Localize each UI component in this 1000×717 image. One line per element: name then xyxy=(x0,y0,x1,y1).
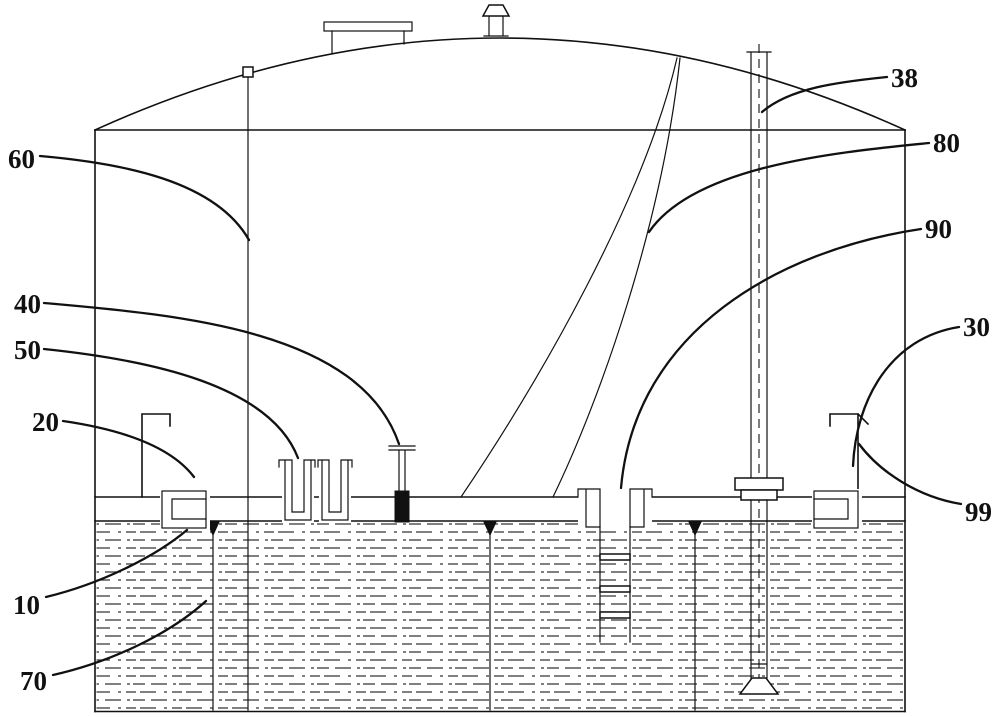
label-60: 60 xyxy=(8,144,35,174)
gauge-pole-cap xyxy=(242,66,254,78)
left-channel-mask xyxy=(160,489,210,530)
deck-vent-cups xyxy=(278,459,353,523)
label-80: 80 xyxy=(933,128,960,158)
label-70: 70 xyxy=(20,666,47,696)
leader-20 xyxy=(61,419,196,479)
mushroom-vent-icon xyxy=(481,4,511,17)
leader-99 xyxy=(857,442,963,506)
gauge-tape xyxy=(460,57,681,498)
leader-30 xyxy=(851,325,961,468)
leader-38 xyxy=(760,75,889,114)
gauge-pole xyxy=(242,66,254,711)
right-channel-outer xyxy=(813,490,859,529)
label-90: 90 xyxy=(925,214,952,244)
pipe-deck-flange-upper xyxy=(734,477,784,491)
left-bracket xyxy=(141,413,171,498)
vent-stem xyxy=(483,15,509,37)
valve-stem xyxy=(388,445,416,494)
vent-cup-1 xyxy=(278,459,316,521)
leader-lines xyxy=(38,75,963,677)
ladder-rails xyxy=(599,526,631,643)
label-10: 10 xyxy=(13,590,40,620)
reference-labels: 60 38 80 90 30 99 40 50 20 10 70 xyxy=(8,63,992,696)
guide-pipe xyxy=(734,44,784,695)
label-20: 20 xyxy=(32,407,59,437)
right-bracket-shape xyxy=(829,412,870,498)
right-channel-mask xyxy=(812,489,862,530)
left-bracket-shape xyxy=(141,413,171,498)
deck-legs xyxy=(206,521,702,711)
roof-hatch-plate xyxy=(323,21,413,32)
left-channel-inner xyxy=(171,498,207,520)
dome-roof xyxy=(93,37,907,132)
floating-deck xyxy=(94,496,906,522)
right-bracket xyxy=(829,412,870,498)
leader-80 xyxy=(647,141,931,234)
ladder-assembly xyxy=(577,488,653,643)
right-deck-channel xyxy=(812,489,862,530)
tape-curve-right xyxy=(552,57,681,498)
cup1-mask xyxy=(282,493,314,523)
pipe-lower xyxy=(750,499,768,679)
pipe-deck-flange-lower xyxy=(740,489,778,501)
pipe-upper xyxy=(746,51,772,479)
leader-50 xyxy=(42,347,300,460)
label-40: 40 xyxy=(14,289,41,319)
roof-fittings xyxy=(323,4,511,55)
cup2-mask xyxy=(319,493,351,523)
tape-curve-left xyxy=(460,57,678,498)
ladder-rung-3 xyxy=(599,611,631,619)
liquid-hatching xyxy=(96,522,904,710)
leader-90 xyxy=(619,227,923,490)
vent-cup-2 xyxy=(317,459,353,521)
tank-shell xyxy=(93,37,907,713)
left-deck-channel xyxy=(160,489,210,530)
leg-arrow-center xyxy=(483,521,497,537)
right-channel-inner xyxy=(813,498,849,520)
bleeder-valve xyxy=(388,445,416,523)
leader-70 xyxy=(51,599,208,677)
ladder-box-mask xyxy=(578,488,652,528)
ladder-rung-2 xyxy=(599,585,631,593)
ladder-box-right xyxy=(629,488,653,528)
ladder-rung-1 xyxy=(599,553,631,561)
label-99: 99 xyxy=(965,497,992,527)
left-channel-outer xyxy=(161,490,207,529)
roof-hatch-legs xyxy=(331,30,405,55)
leader-10 xyxy=(44,528,189,599)
pipe-foot xyxy=(738,677,780,695)
leader-40 xyxy=(42,301,401,446)
label-30: 30 xyxy=(963,312,990,342)
ladder-box-left xyxy=(577,488,601,528)
label-50: 50 xyxy=(14,335,41,365)
leg-arrow-right xyxy=(688,521,702,537)
label-38: 38 xyxy=(891,63,918,93)
leader-60 xyxy=(38,154,251,242)
valve-body xyxy=(394,490,410,523)
